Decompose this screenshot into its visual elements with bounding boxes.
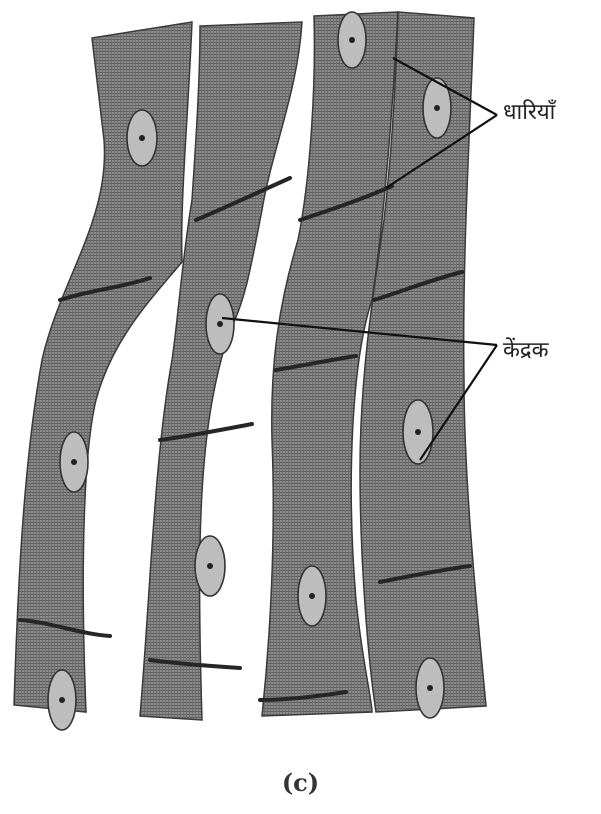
label-nucleus: केंद्रक xyxy=(503,334,548,364)
figure-caption: (c) xyxy=(0,768,601,797)
label-striations: धारियाँ xyxy=(503,96,555,126)
